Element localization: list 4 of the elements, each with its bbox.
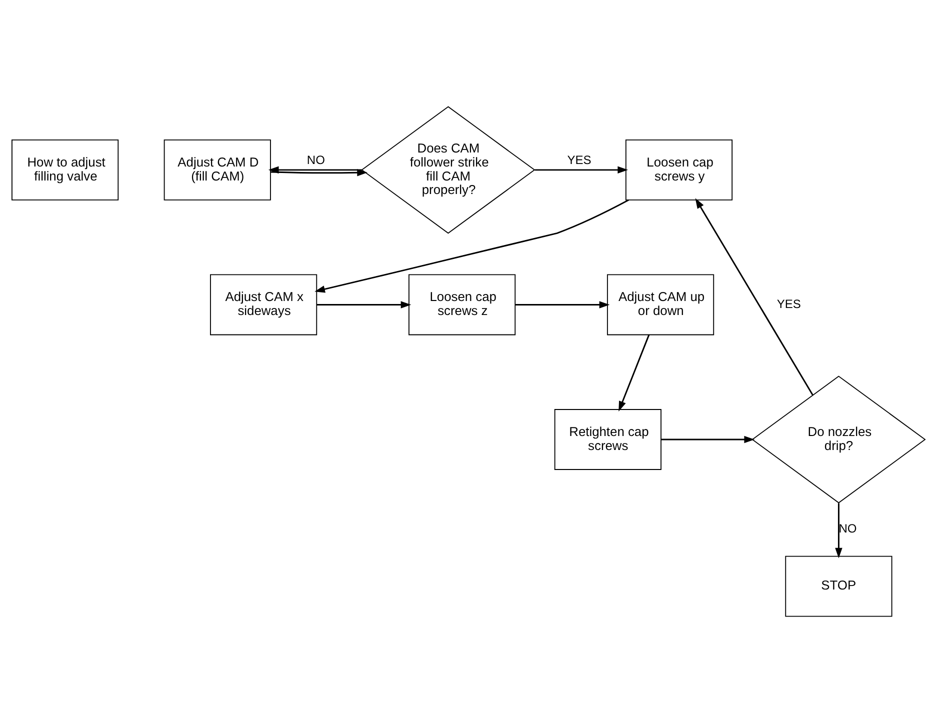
edge-label: YES <box>776 296 801 311</box>
edge-label: NO <box>838 522 857 536</box>
edge-label: YES <box>567 152 592 167</box>
edge-label: NO <box>306 152 325 167</box>
